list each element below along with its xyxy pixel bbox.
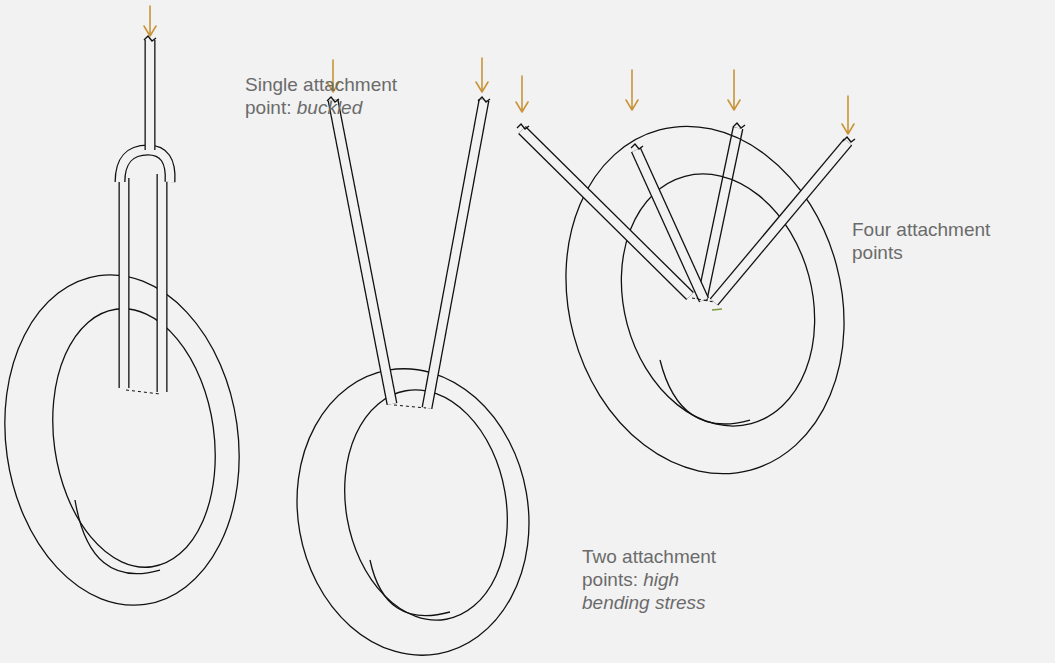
wheel-single [0, 6, 260, 621]
wheel-quad [516, 70, 882, 505]
caption-label: Four attachment points [852, 218, 1027, 264]
attachment-label: Four attachment points [852, 219, 990, 263]
wheel-double [275, 58, 552, 663]
outcome-label: buckled [297, 97, 363, 118]
caption-label: Single attachment point: buckled [245, 73, 420, 119]
caption-label: Two attachment points: high bending stre… [582, 545, 747, 614]
